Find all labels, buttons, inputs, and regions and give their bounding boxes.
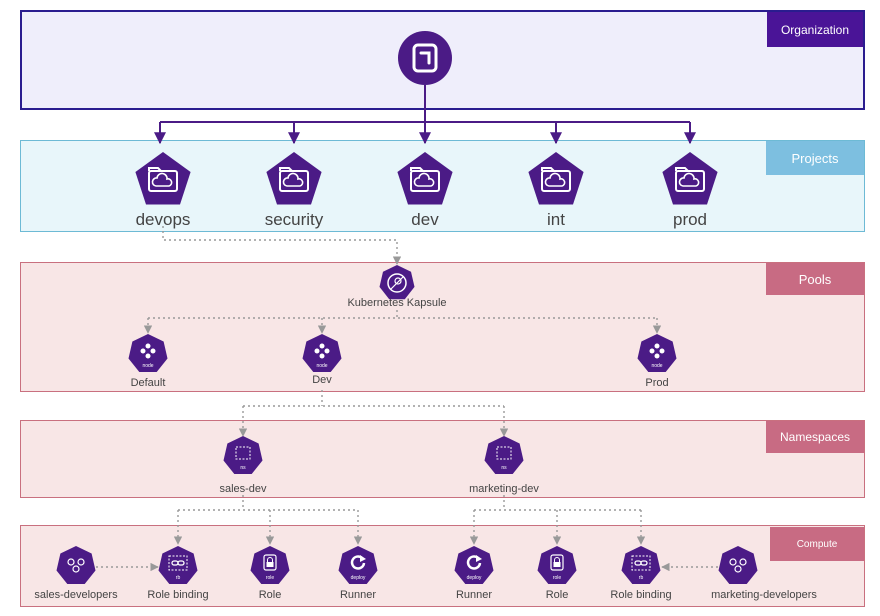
pool-default-icon: node [128, 334, 168, 372]
project-int-icon [528, 152, 584, 205]
sales-runner-badge: deploy [351, 575, 366, 581]
project-dev-icon [397, 152, 453, 205]
project-label-prod: prod [673, 210, 707, 229]
pool-label-dev: Dev [312, 374, 332, 386]
sales-role-binding-badge: rb [176, 575, 181, 581]
compute-label-marketing-runner: Runner [456, 589, 492, 601]
pool-label-default: Default [131, 377, 166, 389]
marketing-role-badge: role [553, 575, 562, 581]
namespace-marketing-dev-icon: ns [484, 436, 524, 474]
project-prod-icon [662, 152, 718, 205]
project-security-icon [266, 152, 322, 205]
namespace-label-marketing-dev: marketing-dev [469, 483, 539, 495]
namespace-marketing-dev-badge: ns [501, 465, 507, 471]
namespace-sales-dev-icon: ns [223, 436, 263, 474]
project-devops-icon [135, 152, 191, 205]
namespace-sales-dev-badge: ns [240, 465, 246, 471]
compute-label-marketing-role: Role [546, 589, 569, 601]
compute-label-marketing-developers: marketing-developers [711, 589, 817, 601]
project-label-devops: devops [136, 210, 191, 229]
project-label-security: security [265, 210, 324, 229]
marketing-runner-badge: deploy [467, 575, 482, 581]
dotted-connectors [96, 226, 718, 572]
marketing-role-lock-icon: role [537, 546, 577, 584]
project-label-dev: dev [411, 210, 439, 229]
sales-role-badge: role [266, 575, 275, 581]
pool-prod-icon: node [637, 334, 677, 372]
pool-label-prod: Prod [645, 377, 668, 389]
pool-dev-badge: node [316, 363, 327, 369]
compute-tag: Compute [770, 527, 864, 561]
kubernetes-kapsule-icon [379, 265, 415, 300]
marketing-runner-refresh-icon: deploy [454, 546, 494, 584]
sales-developers-group-icon [56, 546, 96, 584]
namespaces-layer [20, 420, 865, 498]
pool-default-badge: node [142, 363, 153, 369]
pools-tag: Pools [766, 263, 864, 295]
compute-label-sales-runner: Runner [340, 589, 376, 601]
namespace-label-sales-dev: sales-dev [219, 483, 267, 495]
organization-logo-icon [398, 31, 452, 85]
project-label-int: int [547, 210, 565, 229]
projects-tag: Projects [766, 141, 864, 175]
pools-layer [20, 262, 865, 392]
kapsule-label: Kubernetes Kapsule [347, 297, 446, 309]
sales-runner-refresh-icon: deploy [338, 546, 378, 584]
compute-label-sales-developers: sales-developers [34, 589, 118, 601]
compute-label-sales-role: Role [259, 589, 282, 601]
marketing-role-binding-icon: rb [621, 546, 661, 584]
org-connectors [154, 85, 696, 145]
namespaces-tag: Namespaces [766, 421, 864, 453]
compute-label-marketing-role-binding: Role binding [610, 589, 671, 601]
pool-dev-icon: node [302, 334, 342, 372]
marketing-role-binding-badge: rb [639, 575, 644, 581]
sales-role-lock-icon: role [250, 546, 290, 584]
pool-prod-badge: node [651, 363, 662, 369]
compute-label-sales-role-binding: Role binding [147, 589, 208, 601]
marketing-developers-group-icon [718, 546, 758, 584]
organization-tag: Organization [767, 12, 863, 47]
sales-role-binding-icon: rb [158, 546, 198, 584]
